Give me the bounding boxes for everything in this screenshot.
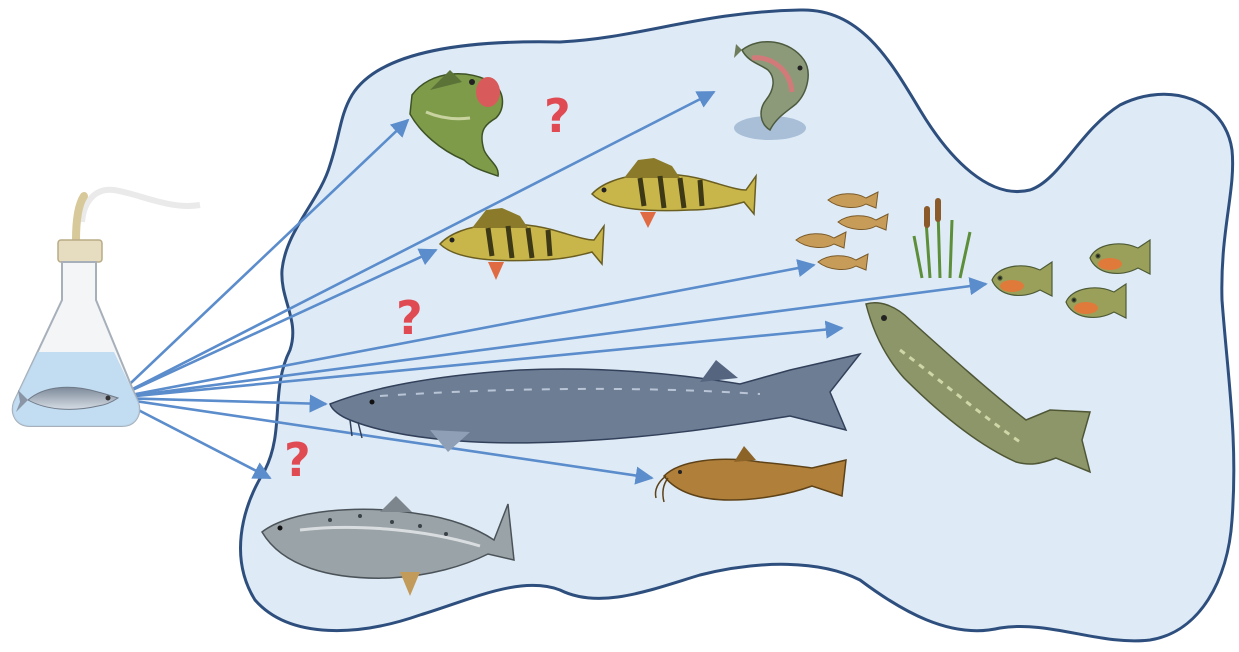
- question-mark-top: ?: [544, 89, 571, 143]
- question-mark-bottom: ?: [284, 433, 311, 487]
- question-mark-middle: ?: [396, 291, 423, 345]
